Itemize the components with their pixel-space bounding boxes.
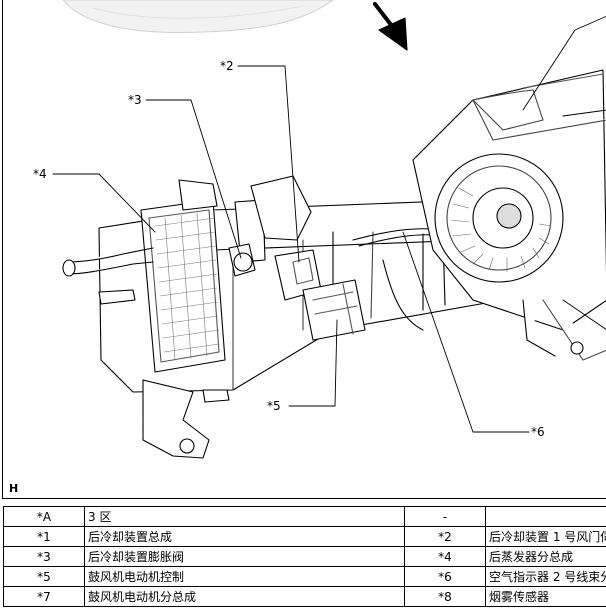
legend-description: 烟雾传感器	[485, 586, 606, 607]
vehicle-outline-faded	[62, 0, 334, 33]
legend-row: *A 3 区 -	[3, 506, 606, 527]
callout-label-4: *4	[33, 167, 47, 181]
legend-description: 空气指示器 2 号线束分	[485, 566, 606, 587]
legend-description: 3 区	[84, 506, 405, 527]
legend-row: *7 鼓风机电动机分总成 *8 烟雾传感器	[3, 586, 606, 607]
legend-mark: *8	[404, 586, 486, 607]
legend-body: *A 3 区 - *1 后冷却装置总成 *2 后冷却装置 1 号风门伺 *3 后…	[3, 506, 606, 607]
blower-housing	[412, 69, 606, 361]
legend-mark: *4	[404, 546, 486, 567]
direction-arrow-icon	[373, 2, 408, 51]
legend-table: *A 3 区 - *1 后冷却装置总成 *2 后冷却装置 1 号风门伺 *3 后…	[3, 506, 606, 607]
callout-label-2: *2	[220, 59, 234, 73]
legend-row: *1 后冷却装置总成 *2 后冷却装置 1 号风门伺	[3, 526, 606, 547]
hvac-unit-illustration	[52, 0, 606, 459]
blower-motor-control	[302, 279, 366, 341]
callout-label-5: *5	[267, 399, 281, 413]
legend-mark: *5	[3, 566, 85, 587]
legend-description: 后蒸发器分总成	[485, 546, 606, 567]
legend-row: *3 后冷却装置膨胀阀 *4 后蒸发器分总成	[3, 546, 606, 567]
legend-mark: *6	[404, 566, 486, 587]
legend-description: 鼓风机电动机分总成	[84, 586, 405, 607]
legend-mark: *A	[3, 506, 85, 527]
callout-label-3: *3	[128, 93, 142, 107]
section-letter: H	[9, 482, 19, 495]
legend-description	[485, 506, 606, 527]
legend-row: *5 鼓风机电动机控制 *6 空气指示器 2 号线束分	[3, 566, 606, 587]
callout-label-6: *6	[531, 425, 545, 439]
refrigerant-pipe-left	[62, 247, 154, 305]
legend-mark: *1	[3, 526, 85, 547]
legend-description: 鼓风机电动机控制	[84, 566, 405, 587]
diagram-frame: *2 *3 *4 *5 *6 H	[2, 0, 606, 499]
legend-description: 后冷却装置膨胀阀	[84, 546, 405, 567]
expansion-valve	[228, 243, 256, 277]
lower-bracket	[142, 379, 230, 459]
legend-description: 后冷却装置总成	[84, 526, 405, 547]
rear-evaporator	[140, 179, 266, 373]
legend-mark: *3	[3, 546, 85, 567]
legend-description: 后冷却装置 1 号风门伺	[485, 526, 606, 547]
legend-mark: -	[404, 506, 486, 527]
legend-mark: *2	[404, 526, 486, 547]
leader-lines	[52, 15, 606, 433]
legend-mark: *7	[3, 586, 85, 607]
